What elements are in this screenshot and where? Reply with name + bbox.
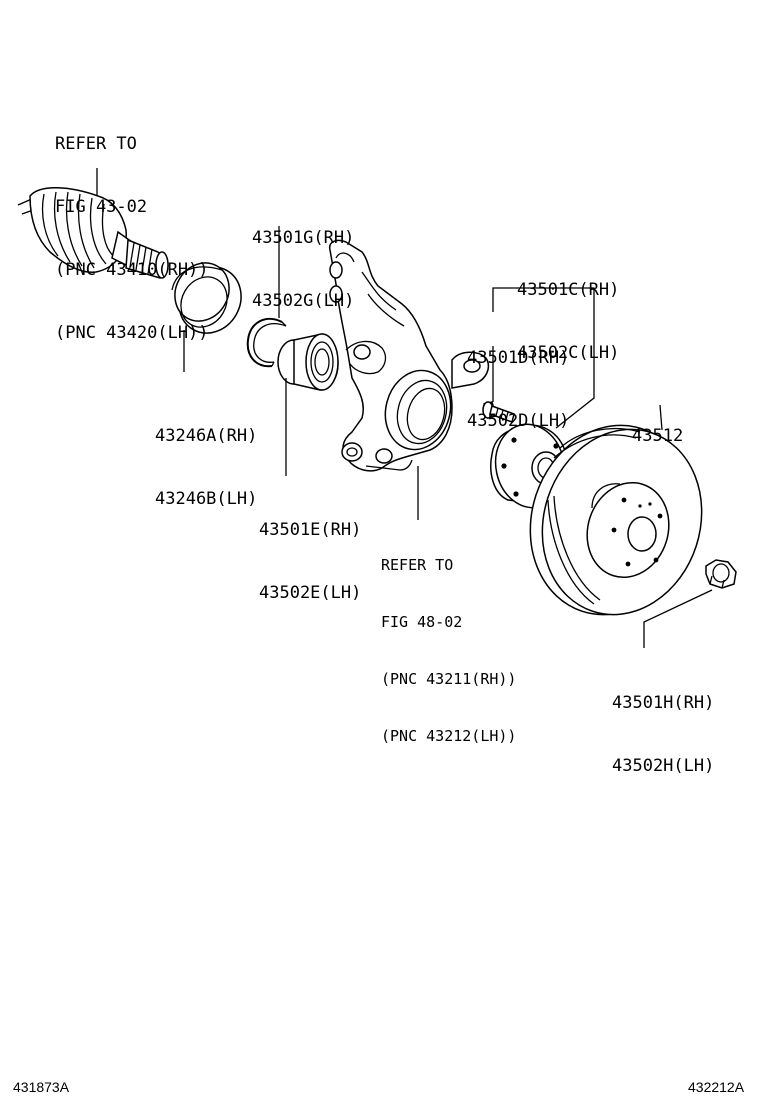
leader-lines: [96, 168, 713, 648]
part-number-lh: 43502C(LH): [517, 343, 620, 363]
hub-bolt-part: [482, 401, 515, 423]
part-number-rh: 43501D(RH): [467, 348, 570, 368]
part-number-rh: 43246A(RH): [155, 426, 258, 446]
part-number-lh: 43502E(LH): [259, 583, 362, 603]
part-number-rh: 43501E(RH): [259, 520, 362, 540]
callout-line: FIG 48-02: [381, 613, 463, 631]
figure-code-right: 432212A: [688, 1079, 745, 1095]
callout-line: (PNC 43420(LH)): [55, 323, 209, 343]
part-number-lh: 43502D(LH): [467, 411, 570, 431]
nut-callout: 43501H(RH) 43502H(LH): [612, 651, 714, 798]
part-number-rh: 43501H(RH): [612, 693, 715, 713]
callout-line: (PNC 43212(LH)): [381, 727, 517, 745]
hub-nut-part: [705, 559, 737, 589]
figure-code-left: 431873A: [13, 1079, 70, 1095]
dust-deflector-part: [171, 262, 242, 334]
callout-line: REFER TO: [381, 556, 454, 574]
disc-callout: 43512: [632, 384, 683, 468]
bearing-callout: 43501E(RH) 43502E(LH): [259, 478, 361, 625]
part-number-lh: 43502H(LH): [612, 756, 715, 776]
drive-shaft-callout: REFER TO FIG 43-02 (PNC 43410(RH)) (PNC …: [55, 92, 209, 365]
steering-knuckle-part: [328, 239, 490, 472]
part-number-lh: 43502G(LH): [252, 291, 355, 311]
snap-ring-part: [246, 317, 287, 368]
part-number-rh: 43501C(RH): [517, 280, 620, 300]
knuckle-callout: REFER TO FIG 48-02 (PNC 43211(RH)) (PNC …: [381, 518, 516, 765]
hub-bolt-callout: 43501D(RH) 43502D(LH): [467, 306, 569, 453]
callout-line: FIG 43-02: [55, 197, 148, 217]
callout-line: (PNC 43211(RH)): [381, 670, 517, 688]
callout-line: REFER TO: [55, 134, 137, 154]
bearing-part: [277, 333, 339, 391]
hub-callout: 43501C(RH) 43502C(LH): [517, 238, 619, 385]
part-number-rh: 43501G(RH): [252, 228, 355, 248]
snap-ring-callout: 43501G(RH) 43502G(LH): [252, 186, 354, 333]
dust-deflector-callout: 43246A(RH) 43246B(LH): [155, 384, 257, 531]
part-number: 43512: [632, 426, 684, 446]
callout-line: (PNC 43410(RH)): [55, 260, 209, 280]
part-number-lh: 43246B(LH): [155, 489, 258, 509]
drive-shaft-part: [17, 187, 169, 279]
brake-disc-part: [529, 424, 703, 616]
